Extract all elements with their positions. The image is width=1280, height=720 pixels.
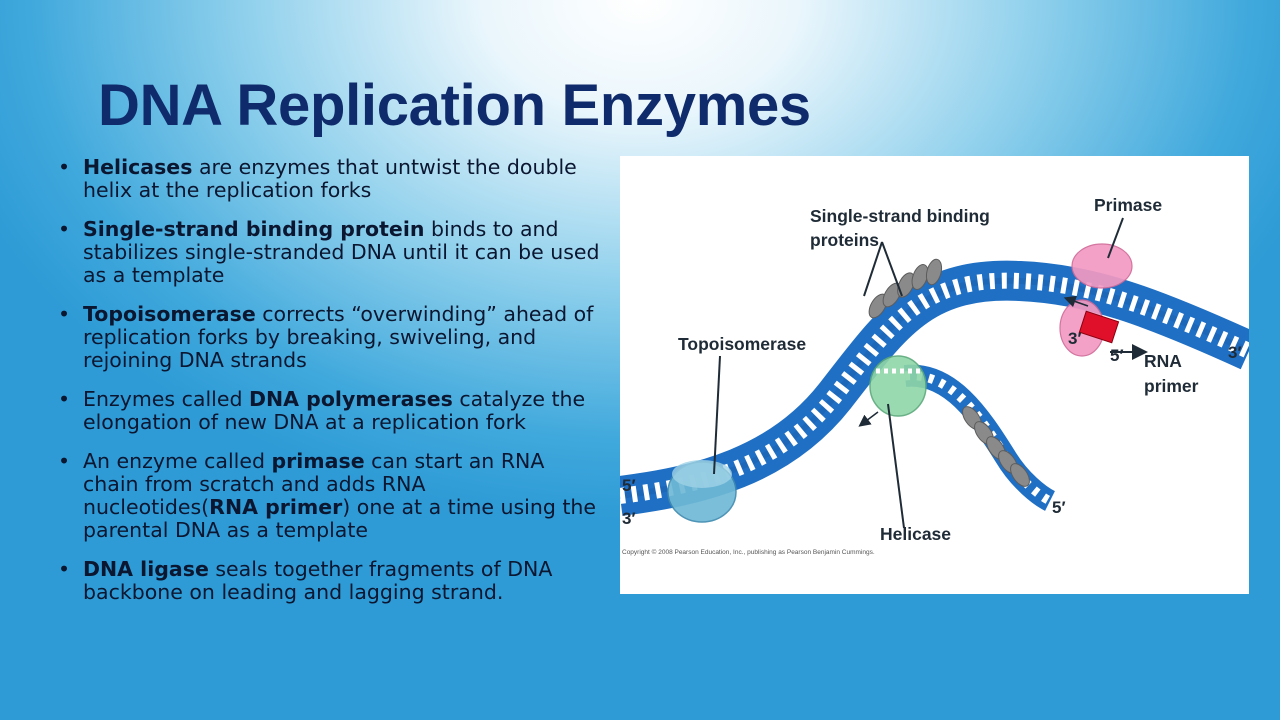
copyright-line: Copyright © 2008 Pearson Education, Inc.… xyxy=(622,548,875,556)
bullet-text: binds to and stabilizes single-stranded … xyxy=(83,217,600,287)
bullet-text: catalyze the elongation of new DNA at a … xyxy=(83,387,586,434)
bullet-term: primase xyxy=(271,449,365,473)
bullet-helicases: Helicases are enzymes that untwist the d… xyxy=(58,156,606,202)
bullet-text: seals together fragments of DNA backbone… xyxy=(83,557,553,604)
bullet-text: corrects “overwinding” ahead of replicat… xyxy=(83,302,594,372)
bullet-post: ) one at a time using the parental DNA a… xyxy=(83,495,597,542)
label-rna-line1: RNA xyxy=(1144,351,1182,371)
bullet-ssb: Single-strand binding protein binds to a… xyxy=(58,218,606,287)
bullet-term: RNA primer xyxy=(209,495,343,519)
end-left-bottom: 3′ xyxy=(622,509,636,528)
label-primase: Primase xyxy=(1094,195,1162,215)
bullet-pre: An enzyme called xyxy=(83,449,272,473)
helicase-direction-arrow xyxy=(858,411,879,427)
rna-primer xyxy=(1078,310,1120,344)
ssb-proteins xyxy=(868,258,1030,487)
label-ssb-line2: proteins xyxy=(810,230,879,250)
bullet-term: DNA ligase xyxy=(83,557,209,581)
label-ssb-line1: Single-strand binding xyxy=(810,206,990,226)
leader-lines xyxy=(713,217,1124,529)
end-left-top: 5′ xyxy=(622,476,636,495)
topoisomerase-enzyme xyxy=(667,460,737,523)
bullet-term: DNA polymerases xyxy=(248,387,453,411)
replication-fork-figure: Single-strand binding proteins Primase T… xyxy=(620,156,1249,594)
end-primer-5: 5′ xyxy=(1110,346,1124,365)
bullet-text: are enzymes that untwist the double heli… xyxy=(83,155,577,202)
primer-direction-arrow xyxy=(1063,295,1089,308)
label-helicase: Helicase xyxy=(880,524,951,544)
bullet-term: Single-strand binding protein xyxy=(83,217,425,241)
end-right-lower: 5′ xyxy=(1052,498,1066,517)
end-right-upper: 3′ xyxy=(1228,343,1242,362)
bullet-topoisomerase: Topoisomerase corrects “overwinding” ahe… xyxy=(58,303,606,372)
label-rna-line2: primer xyxy=(1144,376,1199,396)
bullet-term: Topoisomerase xyxy=(83,302,256,326)
bullet-pre: Enzymes called xyxy=(83,387,249,411)
bullet-ligase: DNA ligase seals together fragments of D… xyxy=(58,558,606,604)
bullet-primase: An enzyme called primase can start an RN… xyxy=(58,450,606,542)
bullet-list: Helicases are enzymes that untwist the d… xyxy=(58,156,606,604)
label-topoisomerase: Topoisomerase xyxy=(678,334,806,354)
end-primer-3: 3′ xyxy=(1068,329,1082,348)
replication-fork-diagram: Single-strand binding proteins Primase T… xyxy=(620,195,1249,556)
helicase-enzyme xyxy=(869,355,927,417)
bullet-polymerases: Enzymes called DNA polymerases catalyze … xyxy=(58,388,606,434)
bullet-term: Helicases xyxy=(83,155,193,179)
slide-title: DNA Replication Enzymes xyxy=(98,73,811,138)
bullet-text: can start an RNA chain from scratch and … xyxy=(83,449,545,519)
